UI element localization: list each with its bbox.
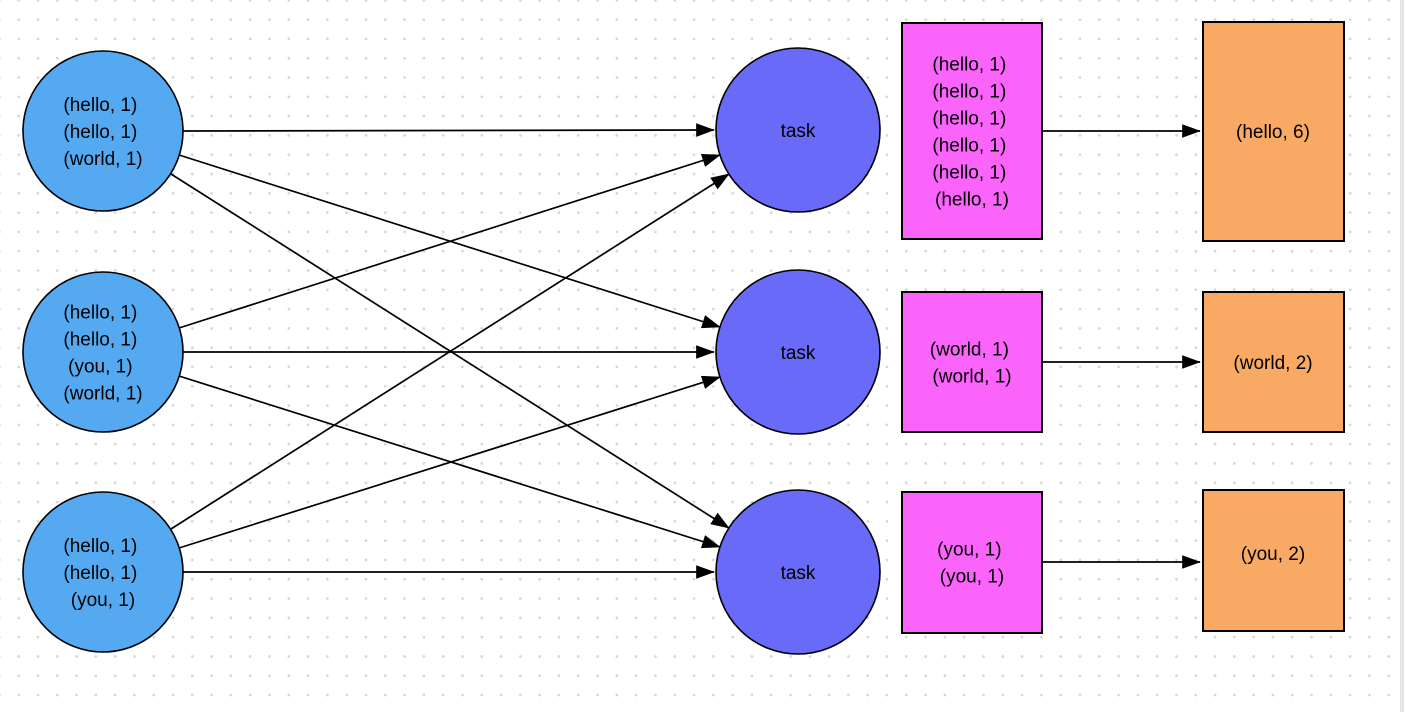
map-node-1-label: (hello, 1) (hello, 1) (world, 1) [63,95,142,170]
task-node-3-circle [715,489,881,655]
task-node-3-label: task [781,563,816,584]
shuffle-box-3: (you, 1) (you, 1) [901,491,1043,634]
shuffle-box-1-label: (hello, 1) (hello, 1) (hello, 1) (hello,… [932,55,1011,211]
result-box-1-label: (hello, 6) [1236,122,1310,143]
task-node-1-circle [715,47,881,213]
result-box-3-label: (you, 2) [1241,544,1305,565]
result-box-1-rect [1202,21,1345,242]
result-box-2-rect [1202,291,1345,433]
task-node-2-label: task [781,343,816,364]
task-node-2: task [715,269,881,435]
shuffle-box-2-label: (world, 1) (world, 1) [930,340,1014,388]
shuffle-box-2: (world, 1) (world, 1) [901,291,1043,433]
shuffle-box-2-rect [901,291,1043,433]
map-node-2-circle [22,271,184,433]
task-node-1-label: task [781,121,816,142]
shuffle-box-1-rect [901,22,1043,240]
result-box-2: (world, 2) [1202,291,1345,433]
map-node-1-circle [22,50,184,212]
edge-map1-task1 [182,123,715,137]
map-node-3-circle [22,491,184,653]
shuffle-to-result-edges [1043,124,1201,569]
task-node-2-circle [715,269,881,435]
task-node-1: task [715,47,881,213]
shuffle-box-3-rect [901,491,1043,634]
edge-map2-task1 [178,153,721,329]
task-node-3: task [715,489,881,655]
result-box-1: (hello, 6) [1202,21,1345,242]
result-box-3: (you, 2) [1202,489,1345,632]
edge-map3-task1 [170,173,730,530]
result-box-3-rect [1202,489,1345,632]
map-node-1: (hello, 1) (hello, 1) (world, 1) [22,50,184,212]
shuffle-box-1: (hello, 1) (hello, 1) (hello, 1) (hello,… [901,22,1043,240]
edge-map2-task3 [178,375,721,549]
map-node-2-label: (hello, 1) (hello, 1) (you, 1) (world, 1… [63,303,142,405]
map-node-2: (hello, 1) (hello, 1) (you, 1) (world, 1… [22,271,184,433]
map-node-3: (hello, 1) (hello, 1) (you, 1) [22,491,184,653]
map-to-task-edges [170,123,730,579]
result-box-2-label: (world, 2) [1233,353,1312,374]
shuffle-box-3-label: (you, 1) (you, 1) [937,540,1007,588]
edge-map3-task2 [178,375,721,549]
map-node-3-label: (hello, 1) (hello, 1) (you, 1) [63,536,142,611]
window-right-edge [1400,0,1404,712]
